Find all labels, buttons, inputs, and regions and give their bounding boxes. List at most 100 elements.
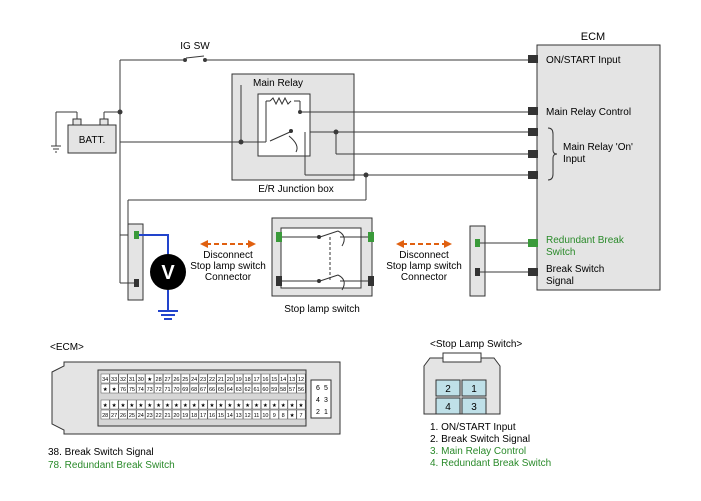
- ecm-pin-label: ★: [165, 402, 170, 409]
- ecm-pin-cell: [163, 383, 172, 394]
- ecm-pin-label: ★: [129, 402, 134, 409]
- ecm-pin-label: 26: [120, 413, 126, 419]
- ecm-pin-label: ★: [147, 402, 152, 409]
- ecm-pin-label: 62: [245, 387, 251, 393]
- ecm-pin-cell: [225, 373, 235, 384]
- disconnect-left-line1: Disconnect: [203, 250, 253, 261]
- ecm-pin-label: 68: [191, 387, 197, 393]
- ecm-pin-label: 17: [253, 377, 259, 383]
- ecm-pin-cell: [145, 399, 155, 410]
- ecm-label-redundant-1: Redundant Break: [546, 235, 625, 246]
- ecm-pin-label: 20: [227, 377, 233, 383]
- ecm-pin-cell: [189, 373, 199, 384]
- relay-coil: [269, 96, 292, 106]
- ecm-pin-cell: [252, 399, 261, 410]
- ecm-pin-label: 26: [173, 377, 179, 383]
- ecm-pin-cell: [180, 399, 190, 410]
- ecm-pin-label: 13: [289, 377, 295, 383]
- ecm-pin-cell: [207, 383, 217, 394]
- ecm-pin-cell: [243, 373, 253, 384]
- ecm-pin-label: 25: [129, 413, 135, 419]
- ecm-pin-label: 60: [262, 387, 268, 393]
- battery-terminal-pos: [99, 118, 109, 126]
- relay-contact: [289, 129, 293, 133]
- ecm-pin-cell: [171, 399, 181, 410]
- ecm-pin-label: ★: [263, 402, 268, 409]
- ecm-pin-label: 34: [102, 377, 108, 383]
- main-relay-box: [257, 93, 311, 157]
- ecm-pin-label: ★: [272, 402, 277, 409]
- stop-lamp-switch-label: Stop lamp switch: [284, 304, 360, 315]
- ecm-pin-label: ★: [112, 386, 117, 393]
- ecm-pin-label: 22: [209, 377, 215, 383]
- ecm-pin-cell: [171, 373, 181, 384]
- ecm-pin-label: 28: [156, 377, 162, 383]
- stop-legend-1: 1. ON/START Input: [430, 422, 516, 433]
- ig-sw-contact-a: [183, 58, 187, 62]
- ecm-pin-cell: [278, 373, 288, 384]
- stop-legend-3: 3. Main Relay Control: [430, 446, 526, 457]
- ecm-pin-cell: [269, 399, 279, 410]
- ecm-pin-label: 64: [227, 387, 233, 393]
- battery-label: BATT.: [79, 135, 105, 146]
- ecm-pin-label: ★: [183, 402, 188, 409]
- ecm-connector-title: <ECM>: [50, 342, 84, 353]
- ecm-pin-cell: [287, 399, 297, 410]
- ecm-pin-label: ★: [192, 402, 197, 409]
- ecm-pin-cell: [189, 383, 199, 394]
- left-harness-connector: [127, 223, 144, 301]
- left-connector-pin-1: [134, 231, 139, 239]
- battery-terminal-neg: [72, 118, 82, 126]
- ecm-pin-cell: [296, 399, 306, 410]
- stop-legend-4: 4. Redundant Break Switch: [430, 458, 551, 469]
- ecm-pin-main-relay-control: [528, 107, 538, 115]
- ecm-side-pin-1: 1: [324, 409, 328, 416]
- ecm-pin-cell: [118, 399, 128, 410]
- ecm-pin-label: 23: [147, 413, 153, 419]
- ecm-pin-label: 19: [182, 413, 188, 419]
- ecm-pin-label: 72: [156, 387, 162, 393]
- right-connector-pin-2: [475, 268, 480, 276]
- ecm-pin-cell: [207, 399, 217, 410]
- ecm-pin-cell: [118, 373, 128, 384]
- ecm-pin-cell: [252, 383, 261, 394]
- ecm-pin-cell: [269, 383, 279, 394]
- ecm-pin-cell: [118, 383, 128, 394]
- ecm-label-break-signal-2: Signal: [546, 276, 574, 287]
- ecm-pin-cell: [145, 373, 155, 384]
- ecm-pin-cell: [278, 399, 288, 410]
- ecm-pin-label: ★: [210, 402, 215, 409]
- ecm-pin-label: 12: [245, 413, 251, 419]
- ecm-pin-label: 14: [227, 413, 233, 419]
- ecm-pin-cell: [278, 409, 288, 420]
- ecm-pin-label: 24: [138, 413, 144, 419]
- ecm-pin-cell: [234, 373, 244, 384]
- ecm-legend-38: 38. Break Switch Signal: [48, 447, 154, 458]
- ecm-pin-break-signal: [528, 268, 538, 276]
- ecm-pin-label: 66: [209, 387, 215, 393]
- ecm-pin-cell: [260, 383, 270, 394]
- ecm-pin-label: ★: [281, 402, 286, 409]
- ecm-pin-label: 76: [120, 387, 126, 393]
- ecm-pin-label: 24: [191, 377, 197, 383]
- ecm-pin-cell: [225, 399, 235, 410]
- ecm-pin-cell: [243, 383, 253, 394]
- ecm-pin-cell: [260, 399, 270, 410]
- ecm-legend-78: 78. Redundant Break Switch: [48, 460, 175, 471]
- ecm-pin-cell: [278, 383, 288, 394]
- ecm-pin-label: ★: [103, 386, 108, 393]
- ecm-title: ECM: [581, 31, 605, 43]
- ecm-pin-label: 18: [245, 377, 251, 383]
- ecm-pin-cell: [207, 373, 217, 384]
- voltmeter: [150, 254, 186, 290]
- ecm-pin-cell: [296, 373, 306, 384]
- ecm-pin-cell: [216, 373, 226, 384]
- ecm-label-main-relay-control: Main Relay Control: [546, 107, 631, 118]
- stop-switch-pin-left-bot: [276, 276, 282, 286]
- disconnect-right-line1: Disconnect: [399, 250, 449, 261]
- main-relay-label: Main Relay: [253, 78, 303, 89]
- disconnect-right-line3: Connector: [401, 272, 448, 283]
- ecm-side-pin-2: 2: [316, 409, 320, 416]
- ig-sw-blade: [185, 55, 205, 59]
- ecm-pin-label: ★: [156, 402, 161, 409]
